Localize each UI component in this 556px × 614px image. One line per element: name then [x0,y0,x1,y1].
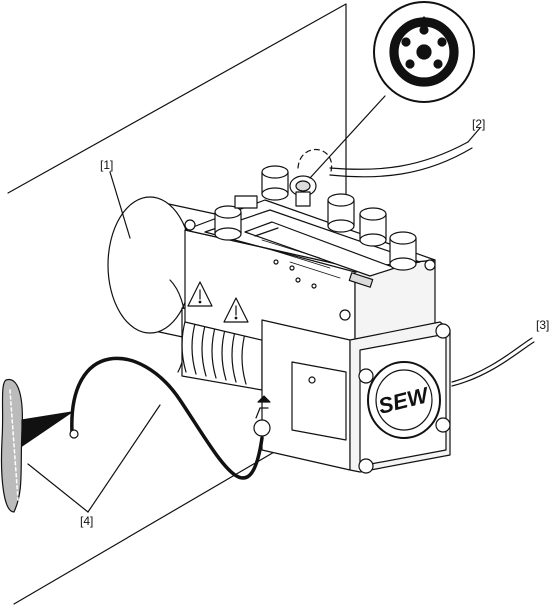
callout-1-leader [109,171,131,239]
callout-label-4: [4] [80,514,94,528]
connection-box [261,319,451,474]
gland-2 [214,205,242,241]
callout-label-2: [2] [472,117,486,131]
grounding-strap [0,356,271,513]
gland-3 [327,193,355,233]
gland-5 [389,231,417,271]
connector-pinout-detail [309,1,475,179]
callout-label-1: [1] [100,158,114,172]
gland-1 [261,165,289,201]
plug-socket [234,195,258,209]
gland-4 [359,207,387,247]
m12-connector [289,175,317,207]
callout-label-3: [3] [536,318,550,332]
callout-3-leader-2 [451,341,535,387]
cable-glands [214,165,417,271]
bus-cable [297,127,481,178]
callout-3-leader [451,337,533,383]
